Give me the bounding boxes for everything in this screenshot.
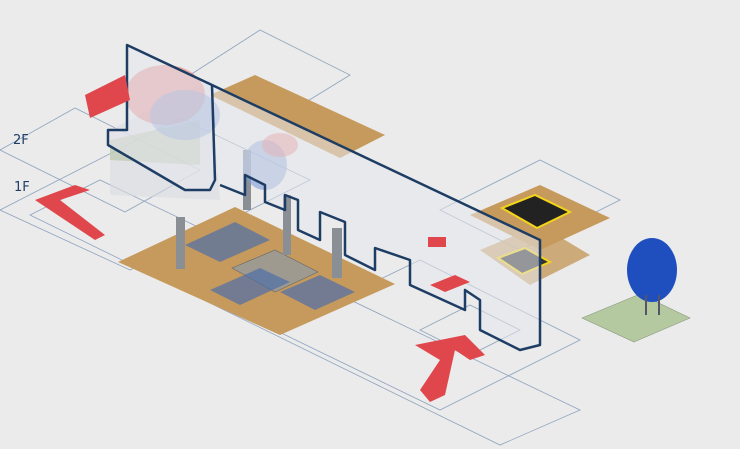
stair-1f-left	[35, 185, 105, 240]
column	[332, 228, 342, 278]
red-box	[428, 237, 446, 247]
column	[283, 195, 291, 255]
tree-icon	[627, 238, 677, 315]
stair-landing	[430, 275, 470, 292]
stair-2f-top	[85, 75, 130, 118]
seating-block	[280, 275, 355, 310]
floor-label-2f: 2F	[13, 133, 29, 148]
seating-block	[185, 222, 270, 262]
column	[176, 217, 185, 269]
floor-label-1f: 1F	[14, 180, 30, 195]
stair-1f-bottom	[415, 335, 485, 402]
furniture-table	[499, 193, 573, 230]
tree-trunk	[645, 295, 647, 315]
columns	[176, 150, 342, 278]
seating-rows	[185, 222, 355, 310]
column	[243, 150, 251, 210]
seating-block	[210, 268, 290, 305]
floor-2f-cafe	[210, 75, 385, 158]
ground-plot	[581, 293, 691, 343]
building-section-outline	[106, 43, 542, 352]
tree-canopy	[627, 238, 677, 302]
tree-trunk	[658, 295, 660, 315]
